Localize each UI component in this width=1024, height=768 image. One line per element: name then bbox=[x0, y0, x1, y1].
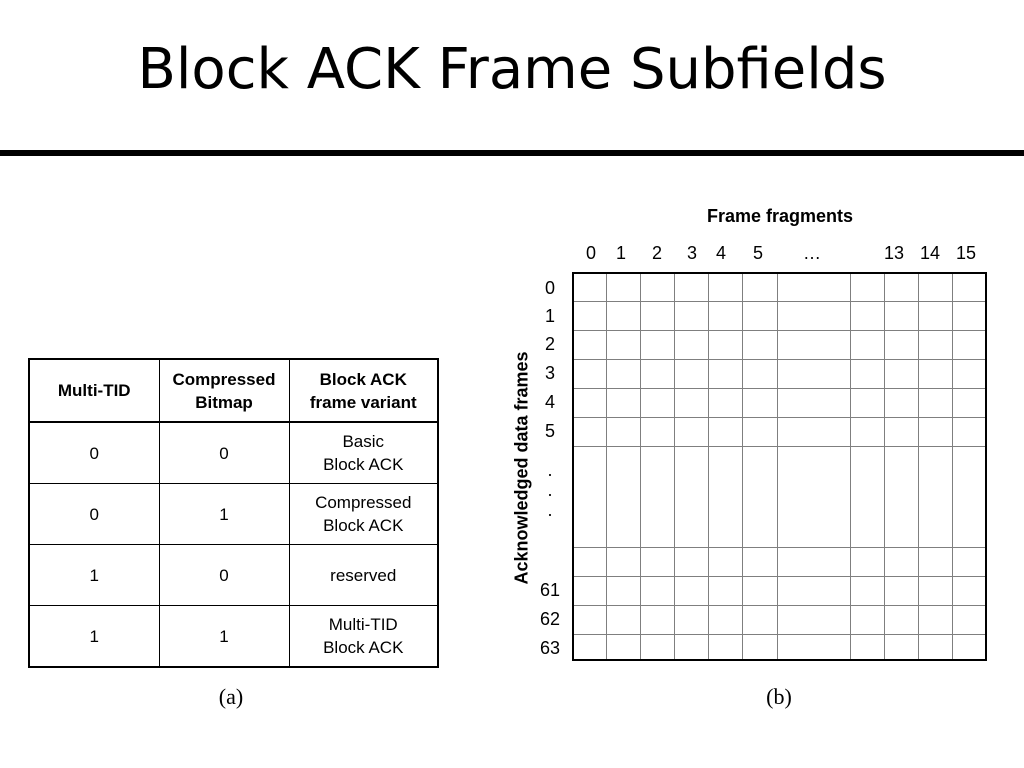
grid-line bbox=[918, 274, 919, 659]
column-label: 14 bbox=[919, 243, 941, 263]
grid-line bbox=[952, 274, 953, 659]
grid-line bbox=[574, 634, 985, 635]
grid-line bbox=[742, 274, 743, 659]
grid-line bbox=[574, 330, 985, 331]
header-compressed-bitmap: Compressed Bitmap bbox=[158, 358, 290, 423]
cell-compressed-bitmap: 1 bbox=[158, 483, 290, 545]
caption-b: (b) bbox=[766, 684, 792, 709]
header-frame-variant: Block ACK frame variant bbox=[288, 358, 439, 423]
table-row: 0 0 Basic Block ACK bbox=[28, 421, 439, 484]
column-label: 5 bbox=[752, 243, 763, 263]
row-label: 5 bbox=[544, 421, 555, 441]
cell-multi-tid: 0 bbox=[28, 483, 160, 545]
y-axis-title-text: Acknowledged data frames bbox=[511, 351, 532, 585]
cell-frame-variant: Basic Block ACK bbox=[288, 421, 439, 484]
grid-line bbox=[574, 547, 985, 548]
column-label: 15 bbox=[955, 243, 977, 263]
cell-compressed-bitmap: 0 bbox=[158, 544, 290, 606]
subfield-table: Multi-TID Compressed Bitmap Block ACK fr… bbox=[28, 358, 439, 668]
cell-multi-tid: 1 bbox=[28, 544, 160, 606]
caption-a: (a) bbox=[218, 684, 244, 709]
grid-line bbox=[574, 388, 985, 389]
table-row: 1 0 reserved bbox=[28, 544, 439, 606]
row-label: 62 bbox=[539, 609, 561, 629]
grid-line bbox=[850, 274, 851, 659]
column-label: 1 bbox=[615, 243, 626, 263]
grid-line bbox=[777, 274, 778, 659]
row-label: 3 bbox=[544, 363, 555, 383]
row-ellipsis-dot: · bbox=[547, 484, 553, 504]
cell-frame-variant: Multi-TID Block ACK bbox=[288, 605, 439, 668]
grid-line bbox=[640, 274, 641, 659]
row-label: 61 bbox=[539, 580, 561, 600]
grid-line bbox=[574, 417, 985, 418]
table-row: 1 1 Multi-TID Block ACK bbox=[28, 605, 439, 668]
grid-line bbox=[574, 301, 985, 302]
x-axis-title: Frame fragments bbox=[706, 206, 854, 226]
row-ellipsis-dot: · bbox=[547, 504, 553, 524]
row-ellipsis-dot: · bbox=[547, 464, 553, 484]
column-label: 2 bbox=[651, 243, 662, 263]
cell-multi-tid: 0 bbox=[28, 421, 160, 484]
row-label: 0 bbox=[544, 278, 555, 298]
table-row: 0 1 Compressed Block ACK bbox=[28, 483, 439, 545]
header-multi-tid: Multi-TID bbox=[28, 358, 160, 423]
column-label: 13 bbox=[883, 243, 905, 263]
cell-frame-variant: Compressed Block ACK bbox=[288, 483, 439, 545]
grid-line bbox=[574, 605, 985, 606]
grid-line bbox=[884, 274, 885, 659]
grid-line bbox=[574, 576, 985, 577]
grid-line bbox=[574, 446, 985, 447]
grid-line bbox=[606, 274, 607, 659]
title-rule bbox=[0, 150, 1024, 156]
cell-compressed-bitmap: 0 bbox=[158, 421, 290, 484]
column-label: 3 bbox=[686, 243, 697, 263]
slide-title: Block ACK Frame Subfields bbox=[137, 37, 887, 102]
row-label: 63 bbox=[539, 638, 561, 658]
row-label: 4 bbox=[544, 392, 555, 412]
column-label: 0 bbox=[585, 243, 596, 263]
bitmap-grid bbox=[572, 272, 987, 661]
grid-line bbox=[674, 274, 675, 659]
cell-frame-variant: reserved bbox=[288, 544, 439, 606]
grid-line bbox=[708, 274, 709, 659]
table-header-row: Multi-TID Compressed Bitmap Block ACK fr… bbox=[28, 358, 439, 423]
cell-multi-tid: 1 bbox=[28, 605, 160, 668]
grid-line bbox=[574, 359, 985, 360]
column-label: … bbox=[803, 243, 821, 263]
cell-compressed-bitmap: 1 bbox=[158, 605, 290, 668]
row-label: 1 bbox=[544, 306, 555, 326]
column-label: 4 bbox=[715, 243, 726, 263]
row-label: 2 bbox=[544, 334, 555, 354]
